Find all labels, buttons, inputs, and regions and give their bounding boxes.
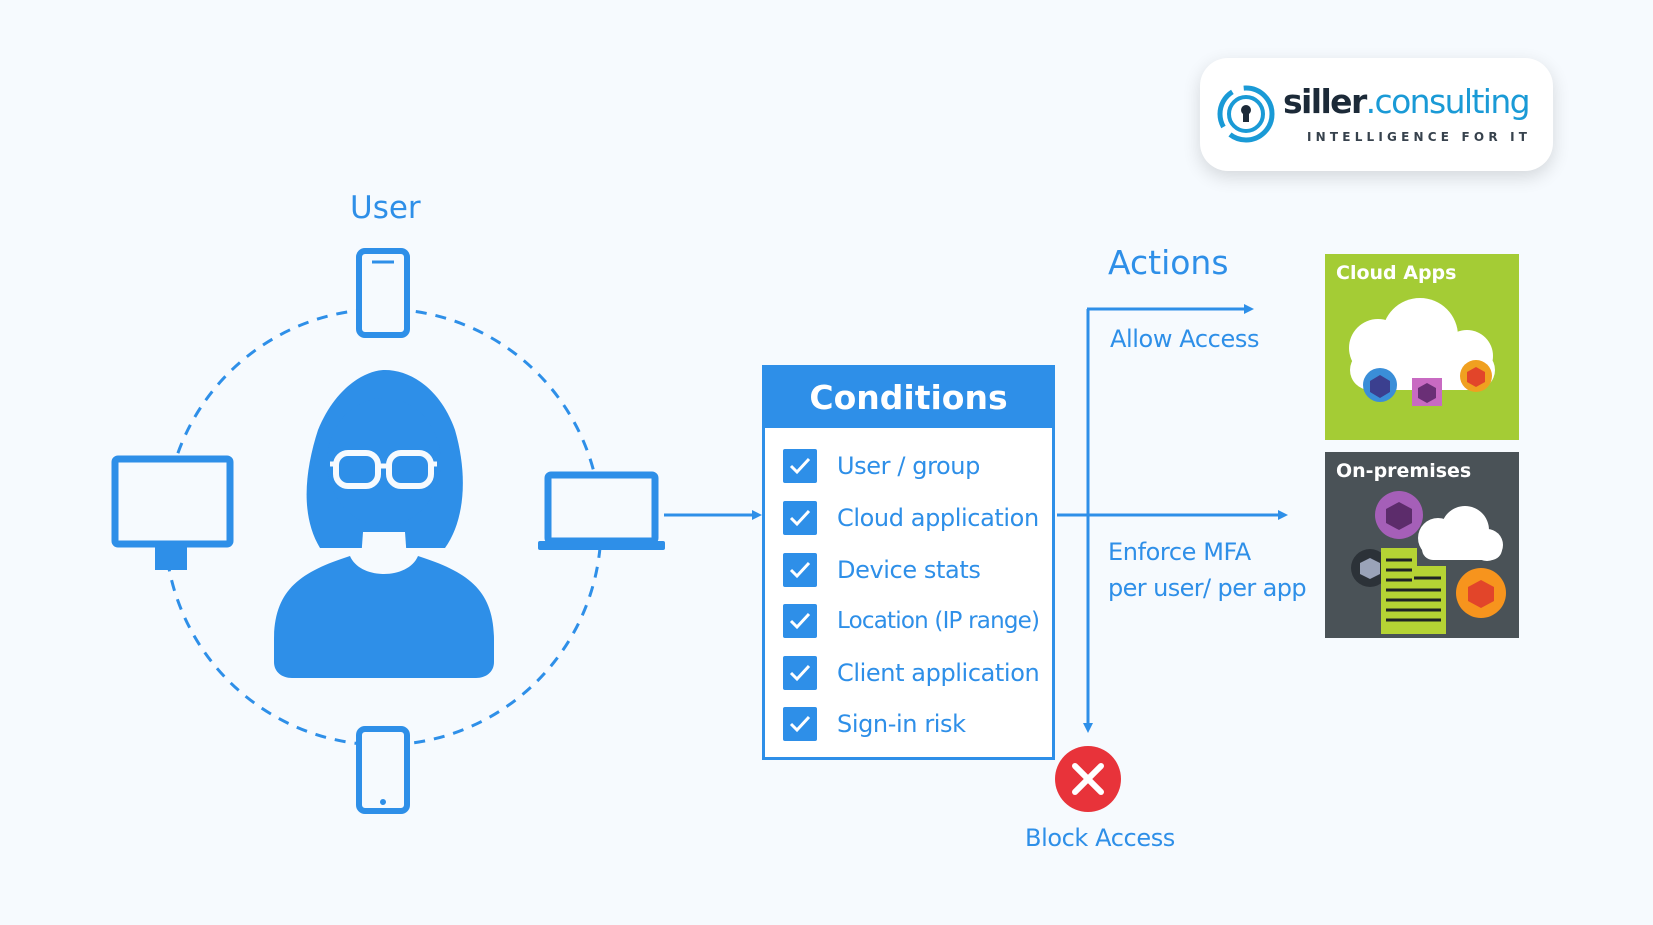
checkbox-checked-icon <box>783 449 817 483</box>
logo-wordmark: siller.consulting <box>1283 82 1531 121</box>
enforce-mfa-label: Enforce MFA <box>1108 538 1251 566</box>
checkbox-checked-icon <box>783 656 817 690</box>
condition-label: Sign-in risk <box>837 710 966 738</box>
logo-card: siller.consulting INTELLIGENCE FOR IT <box>1200 58 1553 171</box>
checkbox-checked-icon <box>783 604 817 638</box>
arrow-to-conditions <box>664 510 762 520</box>
condition-item: Sign-in risk <box>783 706 966 742</box>
app-cube-icon <box>1351 549 1389 587</box>
building-icon <box>1381 548 1446 634</box>
checkbox-checked-icon <box>783 501 817 535</box>
on-premises-title: On-premises <box>1336 460 1472 482</box>
condition-label: Location (IP range) <box>837 608 1040 634</box>
tablet-icon <box>356 726 410 814</box>
condition-label: Cloud application <box>837 504 1039 532</box>
condition-item: User / group <box>783 448 980 484</box>
logo-tagline: INTELLIGENCE FOR IT <box>1307 130 1532 144</box>
cloud-icon <box>1418 506 1503 561</box>
condition-label: User / group <box>837 452 980 480</box>
conditions-title: Conditions <box>765 368 1052 428</box>
action-connectors <box>1057 304 1288 733</box>
lock-logo-icon <box>1217 85 1275 143</box>
actions-title: Actions <box>1108 243 1229 282</box>
conditions-box: Conditions User / group Cloud applicatio… <box>762 365 1055 760</box>
checkbox-checked-icon <box>783 707 817 741</box>
user-label: User <box>350 190 421 226</box>
checkbox-checked-icon <box>783 553 817 587</box>
app-cube-icon <box>1456 568 1506 618</box>
enforce-mfa-scope-label: per user/ per app <box>1108 574 1307 602</box>
condition-label: Client application <box>837 659 1040 687</box>
cloud-apps-header: Cloud Apps <box>1325 254 1519 294</box>
logo-name-part2: .consulting <box>1365 82 1531 121</box>
block-access-icon <box>1055 746 1121 812</box>
condition-item: Device stats <box>783 552 981 588</box>
condition-item: Location (IP range) <box>783 603 1040 639</box>
logo-name-part1: siller <box>1283 82 1367 121</box>
condition-item: Cloud application <box>783 500 1039 536</box>
laptop-icon <box>538 471 665 550</box>
app-cube-icon <box>1460 360 1492 392</box>
condition-item: Client application <box>783 655 1040 691</box>
app-cube-icon <box>1363 368 1397 402</box>
app-cube-icon <box>1412 378 1442 406</box>
cloud-apps-title: Cloud Apps <box>1336 262 1457 284</box>
allow-access-label: Allow Access <box>1110 325 1260 353</box>
app-cube-icon <box>1375 491 1423 539</box>
cloud-apps-panel <box>1325 254 1519 440</box>
on-premises-panel <box>1325 452 1519 638</box>
condition-label: Device stats <box>837 556 981 584</box>
phone-icon <box>356 248 410 338</box>
desktop-monitor-icon <box>111 455 234 570</box>
on-premises-header: On-premises <box>1325 452 1519 492</box>
user-avatar-icon <box>274 370 494 678</box>
block-access-label: Block Access <box>1025 824 1175 852</box>
